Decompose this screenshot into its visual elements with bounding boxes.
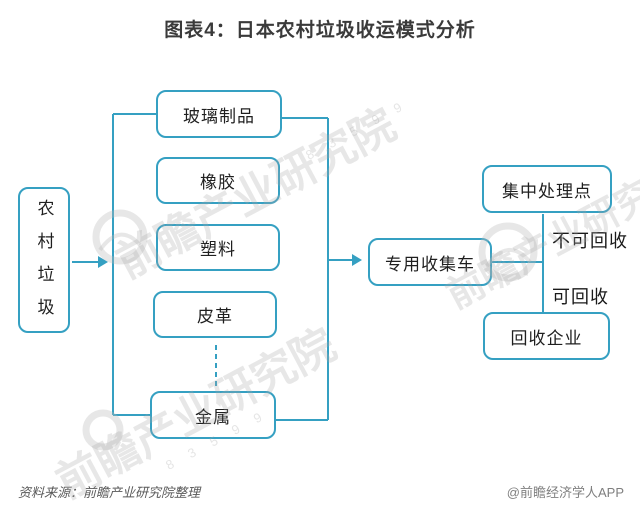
label-recyclable: 可回收 [552,287,609,307]
arrow-right-icon [98,256,108,268]
node-glass-products: 玻璃制品 [156,90,282,138]
node-rural-waste: 农村垃圾 [18,187,70,333]
label-non-recyclable: 不可回收 [552,231,628,251]
node-rubber: 橡胶 [156,157,280,204]
node-leather: 皮革 [153,291,277,338]
node-recycling-enterprise: 回收企业 [483,312,610,360]
app-credit: @前瞻经济学人APP [506,485,624,500]
node-metal: 金属 [150,391,276,439]
node-plastic: 塑料 [156,224,280,271]
node-central-processing-point: 集中处理点 [482,165,612,213]
chart-title: 图表4：日本农村垃圾收运模式分析 [164,20,476,41]
node-collection-truck: 专用收集车 [368,238,492,286]
source-note: 资料来源：前瞻产业研究院整理 [18,485,201,500]
arrow-right-icon [352,254,362,266]
